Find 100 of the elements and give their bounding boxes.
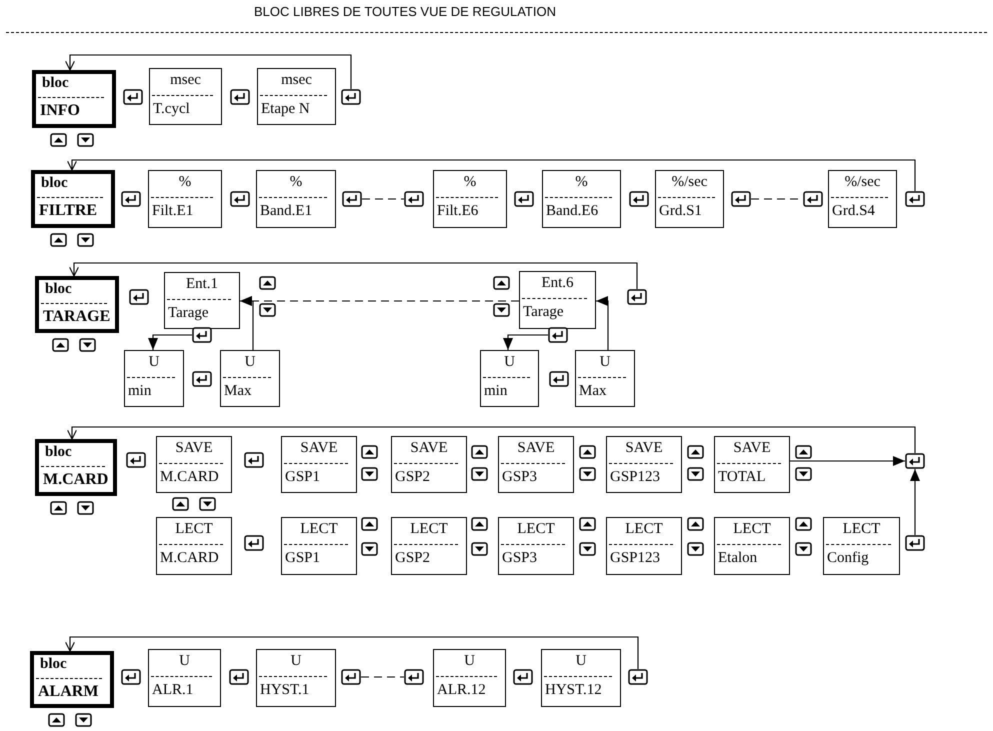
parameter-name: HYST.1 [260, 681, 310, 699]
parameter-box [256, 649, 336, 707]
parameter-box [606, 436, 682, 493]
parameter-box [828, 170, 897, 228]
parameter-box [498, 436, 574, 493]
parameter-name: TOTAL [718, 468, 766, 486]
enter-key-icon [905, 453, 925, 469]
parameter-name: M.CARD [160, 468, 219, 486]
parameter-name: T.cycl [153, 100, 190, 118]
unit-text: U [178, 652, 191, 670]
enter-key-icon [404, 191, 424, 207]
block-caption: bloc [45, 443, 73, 461]
enter-key-icon [341, 669, 361, 685]
block-box [32, 70, 116, 128]
unit-text: LECT [842, 520, 882, 538]
parameter-box [519, 271, 596, 329]
parameter-box [281, 436, 357, 493]
parameter-box [480, 350, 539, 407]
block-name: M.CARD [43, 471, 108, 489]
enter-key-icon [404, 669, 424, 685]
enter-key-icon [342, 191, 362, 207]
unit-text: % [178, 173, 192, 191]
connector-line [362, 198, 404, 200]
block-box [31, 170, 115, 228]
parameter-name: GSP123 [610, 468, 660, 486]
unit-text: Ent.6 [540, 274, 575, 292]
parameter-name: Etape N [261, 100, 310, 118]
block-name: INFO [40, 102, 80, 120]
unit-text: U [290, 652, 302, 670]
arrow [148, 334, 192, 350]
enter-key-icon [905, 191, 925, 207]
parameter-box [714, 436, 790, 493]
unit-text: U [463, 652, 476, 670]
parameter-name: Band.E1 [260, 202, 312, 220]
parameter-name: GSP1 [285, 549, 320, 567]
enter-key-icon [731, 191, 751, 207]
parameter-name: Filt.E6 [437, 202, 478, 220]
enter-key-icon [627, 289, 647, 305]
unit-text: SAVE [409, 439, 449, 457]
enter-key-icon [341, 89, 361, 105]
enter-key-icon [548, 327, 568, 343]
block-box [35, 439, 117, 496]
parameter-name: min [484, 382, 508, 400]
parameter-name: Etalon [718, 549, 758, 567]
parameter-box [281, 517, 357, 575]
block-name: FILTRE [39, 202, 98, 220]
parameter-box [655, 170, 724, 228]
unit-text: SAVE [732, 439, 772, 457]
unit-text: Ent.1 [184, 275, 220, 293]
parameter-name: ALR.1 [152, 681, 194, 699]
enter-key-icon [628, 669, 648, 685]
parameter-box [433, 170, 507, 228]
unit-text: msec [169, 71, 202, 89]
enter-key-icon [905, 535, 925, 551]
parameter-name: min [128, 382, 152, 400]
parameter-box [148, 649, 221, 707]
block-name: ALARM [38, 683, 98, 701]
parameter-box [823, 517, 900, 575]
title: BLOC LIBRES DE TOUTES VUE DE REGULATION [254, 4, 556, 19]
block-caption: bloc [40, 655, 68, 673]
parameter-name: M.CARD [160, 549, 219, 567]
parameter-box [606, 517, 682, 575]
arrow [596, 296, 609, 350]
unit-text: LECT [624, 520, 664, 538]
unit-text: LECT [174, 520, 214, 538]
parameter-name: ALR.12 [437, 681, 486, 699]
parameter-box [391, 436, 467, 493]
unit-text: SAVE [174, 439, 214, 457]
parameter-name: Max [579, 382, 606, 400]
parameter-name: Band.E6 [546, 202, 598, 220]
parameter-box [575, 350, 635, 407]
block-caption: bloc [42, 74, 70, 92]
block-caption: bloc [41, 174, 69, 192]
unit-text: %/sec [670, 173, 708, 191]
unit-text: U [598, 353, 612, 371]
unit-text: U [148, 353, 160, 371]
unit-text: U [244, 353, 256, 371]
unit-text: LECT [409, 520, 449, 538]
arrow [240, 296, 254, 350]
unit-text: LECT [732, 520, 772, 538]
parameter-box [714, 517, 790, 575]
parameter-name: Grd.S1 [659, 202, 702, 220]
block-caption: bloc [45, 280, 73, 298]
unit-text: % [462, 173, 478, 191]
unit-text: % [574, 173, 589, 191]
unit-text: LECT [516, 520, 556, 538]
parameter-box [433, 649, 506, 707]
arrow [66, 426, 916, 453]
unit-text: U [503, 353, 516, 371]
arrow [64, 636, 639, 669]
unit-text: LECT [299, 520, 339, 538]
unit-text: SAVE [624, 439, 664, 457]
enter-key-icon [803, 191, 823, 207]
arrow [64, 54, 352, 89]
parameter-name: Max [224, 382, 252, 400]
parameter-name: Grd.S4 [832, 202, 875, 220]
parameter-name: Config [827, 549, 869, 567]
arrow [503, 334, 548, 350]
arrow [910, 469, 920, 535]
parameter-box [124, 350, 184, 407]
